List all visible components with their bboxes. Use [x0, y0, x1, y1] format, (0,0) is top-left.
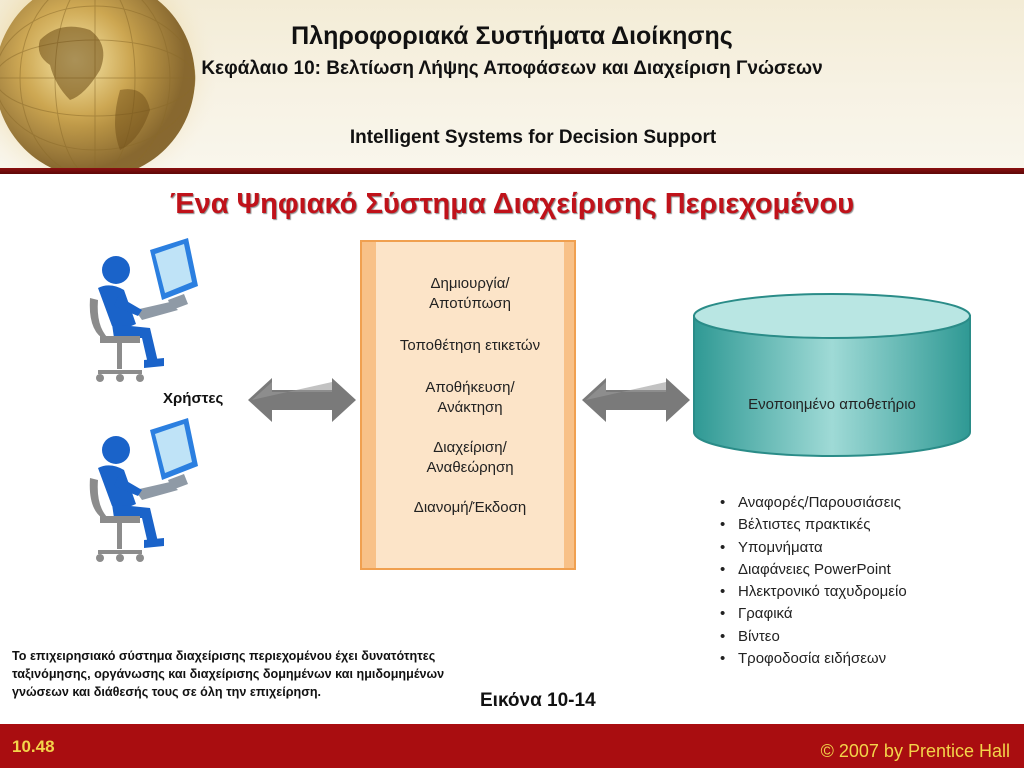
list-item: Βίντεο [718, 626, 907, 649]
page-number: 10.48 [12, 737, 55, 756]
slide-title: Ένα Ψηφιακό Σύστημα Διαχείρισης Περιεχομ… [169, 188, 855, 220]
user-at-computer-icon [89, 418, 198, 562]
list-item: Αναφορές/Παρουσιάσεις [718, 492, 907, 515]
process-tagging: Τοποθέτηση ετικετών [399, 337, 541, 354]
chapter-title: Κεφάλαιο 10: Βελτίωση Λήψης Αποφάσεων κα… [201, 58, 823, 79]
double-arrow-icon [248, 378, 356, 422]
process-manage: Διαχείριση/ Αναθεώρηση [426, 439, 514, 476]
process-storage: Αποθήκευση/ Ανάκτηση [425, 379, 515, 416]
users-label: Χρήστες [163, 390, 224, 407]
database-cylinder-icon [693, 293, 971, 457]
topic-title: Intelligent Systems for Decision Support [349, 127, 717, 148]
process-box: Δημιουργία/ Αποτύπωση Τοποθέτηση ετικετώ… [360, 240, 576, 570]
process-distribution: Διανομή/Έκδοση [413, 499, 527, 516]
list-item: Υπομνήματα [718, 537, 907, 560]
repository-label: Ενοποιημένο αποθετήριο [748, 396, 916, 413]
globe-image [0, 0, 215, 168]
double-arrow-icon [582, 378, 690, 422]
process-box-inner: Δημιουργία/ Αποτύπωση Τοποθέτηση ετικετώ… [376, 242, 564, 568]
list-item: Βέλτιστες πρακτικές [718, 514, 907, 537]
figure-label: Εικόνα 10-14 [480, 690, 596, 711]
process-create: Δημιουργία/ Αποτύπωση [429, 275, 511, 312]
list-item: Τροφοδοσία ειδήσεων [718, 648, 907, 671]
course-title: Πληροφοριακά Συστήματα Διοίκησης [291, 22, 733, 50]
figure-caption: Το επιχειρησιακό σύστημα διαχείρισης περ… [12, 649, 445, 699]
list-item: Γραφικά [718, 603, 907, 626]
repository-contents-list: Αναφορές/Παρουσιάσεις Βέλτιστες πρακτικέ… [718, 492, 907, 671]
header-rule [0, 168, 1024, 174]
header-band [0, 0, 1024, 168]
user-at-computer-icon [89, 238, 198, 382]
footer-bar [0, 724, 1024, 768]
copyright: © 2007 by Prentice Hall [820, 741, 1010, 761]
list-item: Ηλεκτρονικό ταχυδρομείο [718, 581, 907, 604]
list-item: Διαφάνειες PowerPoint [718, 559, 907, 582]
